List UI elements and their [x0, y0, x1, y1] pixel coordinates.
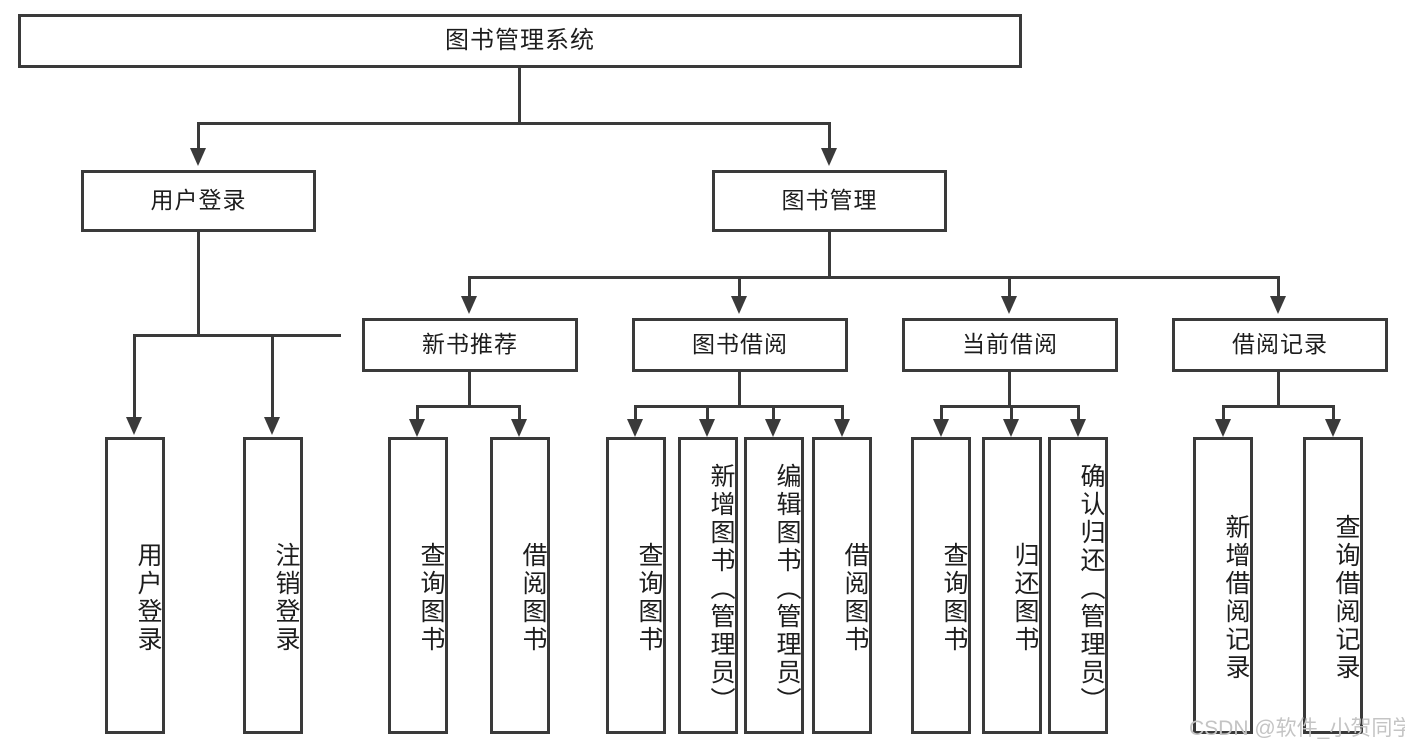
leaf-new-book-borrow[interactable]: 借阅图书 [490, 437, 550, 734]
arrowhead-borrow-record [1270, 296, 1286, 314]
arrowhead-user-login-leaf2 [264, 417, 280, 435]
node-book-borrow[interactable]: 图书借阅 [632, 318, 848, 372]
connector-borrow-record-bus [1222, 405, 1335, 408]
node-borrow-record[interactable]: 借阅记录 [1172, 318, 1388, 372]
connector-current-borrow-leaf2 [1010, 405, 1013, 421]
connector-book-borrow-stem [738, 372, 741, 405]
arrowhead-current-borrow-leaf3 [1070, 419, 1086, 437]
connector-book-borrow-leaf3 [772, 405, 775, 421]
connector-book-borrow-bus [634, 405, 844, 408]
node-user-login[interactable]: 用户登录 [81, 170, 316, 232]
connector-to-user-login [197, 122, 200, 150]
leaf-current-borrow-confirm[interactable]: 确认归还（管理员） [1048, 437, 1108, 734]
arrowhead-current-borrow [1001, 296, 1017, 314]
connector-to-current-borrow [1008, 276, 1011, 298]
connector-root-stem [518, 68, 521, 122]
connector-to-borrow-record [1277, 276, 1280, 298]
arrowhead-new-book-leaf2 [511, 419, 527, 437]
connector-current-borrow-stem [1008, 372, 1011, 405]
leaf-borrow-record-query[interactable]: 查询借阅记录 [1303, 437, 1363, 734]
arrowhead-book-management [821, 148, 837, 166]
arrowhead-book-borrow-leaf4 [834, 419, 850, 437]
node-current-borrow[interactable]: 当前借阅 [902, 318, 1118, 372]
arrowhead-book-borrow-leaf3 [765, 419, 781, 437]
arrowhead-user-login [190, 148, 206, 166]
arrowhead-user-login-leaf1 [126, 417, 142, 435]
node-book-management[interactable]: 图书管理 [712, 170, 947, 232]
connector-book-borrow-leaf4 [841, 405, 844, 421]
leaf-new-book-query[interactable]: 查询图书 [388, 437, 448, 734]
node-new-book-recommend[interactable]: 新书推荐 [362, 318, 578, 372]
leaf-user-login-login[interactable]: 用户登录 [105, 437, 165, 734]
arrowhead-borrow-record-leaf2 [1325, 419, 1341, 437]
arrowhead-new-book-leaf1 [409, 419, 425, 437]
connector-book-borrow-leaf2 [706, 405, 709, 421]
connector-user-login-stem [197, 232, 200, 334]
leaf-borrow-record-add[interactable]: 新增借阅记录 [1193, 437, 1253, 734]
connector-to-book-borrow [738, 276, 741, 298]
connector-new-book-leaf2 [518, 405, 521, 421]
leaf-book-borrow-edit[interactable]: 编辑图书（管理员） [744, 437, 804, 734]
connector-to-new-book [468, 276, 471, 298]
arrowhead-book-borrow-leaf1 [627, 419, 643, 437]
arrowhead-book-borrow [731, 296, 747, 314]
connector-borrow-record-leaf1 [1222, 405, 1225, 421]
connector-level2-bus [197, 122, 831, 125]
arrowhead-current-borrow-leaf2 [1003, 419, 1019, 437]
leaf-book-borrow-query[interactable]: 查询图书 [606, 437, 666, 734]
connector-user-login-leaf2 [271, 334, 274, 419]
connector-user-login-leaf1 [133, 334, 136, 419]
arrowhead-borrow-record-leaf1 [1215, 419, 1231, 437]
connector-book-management-stem [828, 232, 831, 276]
node-root-book-management-system[interactable]: 图书管理系统 [18, 14, 1022, 68]
arrowhead-new-book [461, 296, 477, 314]
connector-level3-bus [468, 276, 1280, 279]
leaf-book-borrow-add[interactable]: 新增图书（管理员） [678, 437, 738, 734]
leaf-current-borrow-query[interactable]: 查询图书 [911, 437, 971, 734]
connector-user-login-bus [133, 334, 341, 337]
connector-borrow-record-leaf2 [1332, 405, 1335, 421]
connector-new-book-stem [468, 372, 471, 405]
connector-new-book-bus [416, 405, 521, 408]
arrowhead-book-borrow-leaf2 [699, 419, 715, 437]
leaf-current-borrow-return[interactable]: 归还图书 [982, 437, 1042, 734]
csdn-watermark: CSDN @软件_小贺同学 [1189, 717, 1405, 740]
connector-book-borrow-leaf1 [634, 405, 637, 421]
leaf-book-borrow-borrow[interactable]: 借阅图书 [812, 437, 872, 734]
connector-new-book-leaf1 [416, 405, 419, 421]
connector-to-book-management [828, 122, 831, 150]
leaf-user-login-logout[interactable]: 注销登录 [243, 437, 303, 734]
arrowhead-current-borrow-leaf1 [933, 419, 949, 437]
connector-current-borrow-leaf1 [940, 405, 943, 421]
connector-borrow-record-stem [1277, 372, 1280, 405]
connector-current-borrow-leaf3 [1077, 405, 1080, 421]
